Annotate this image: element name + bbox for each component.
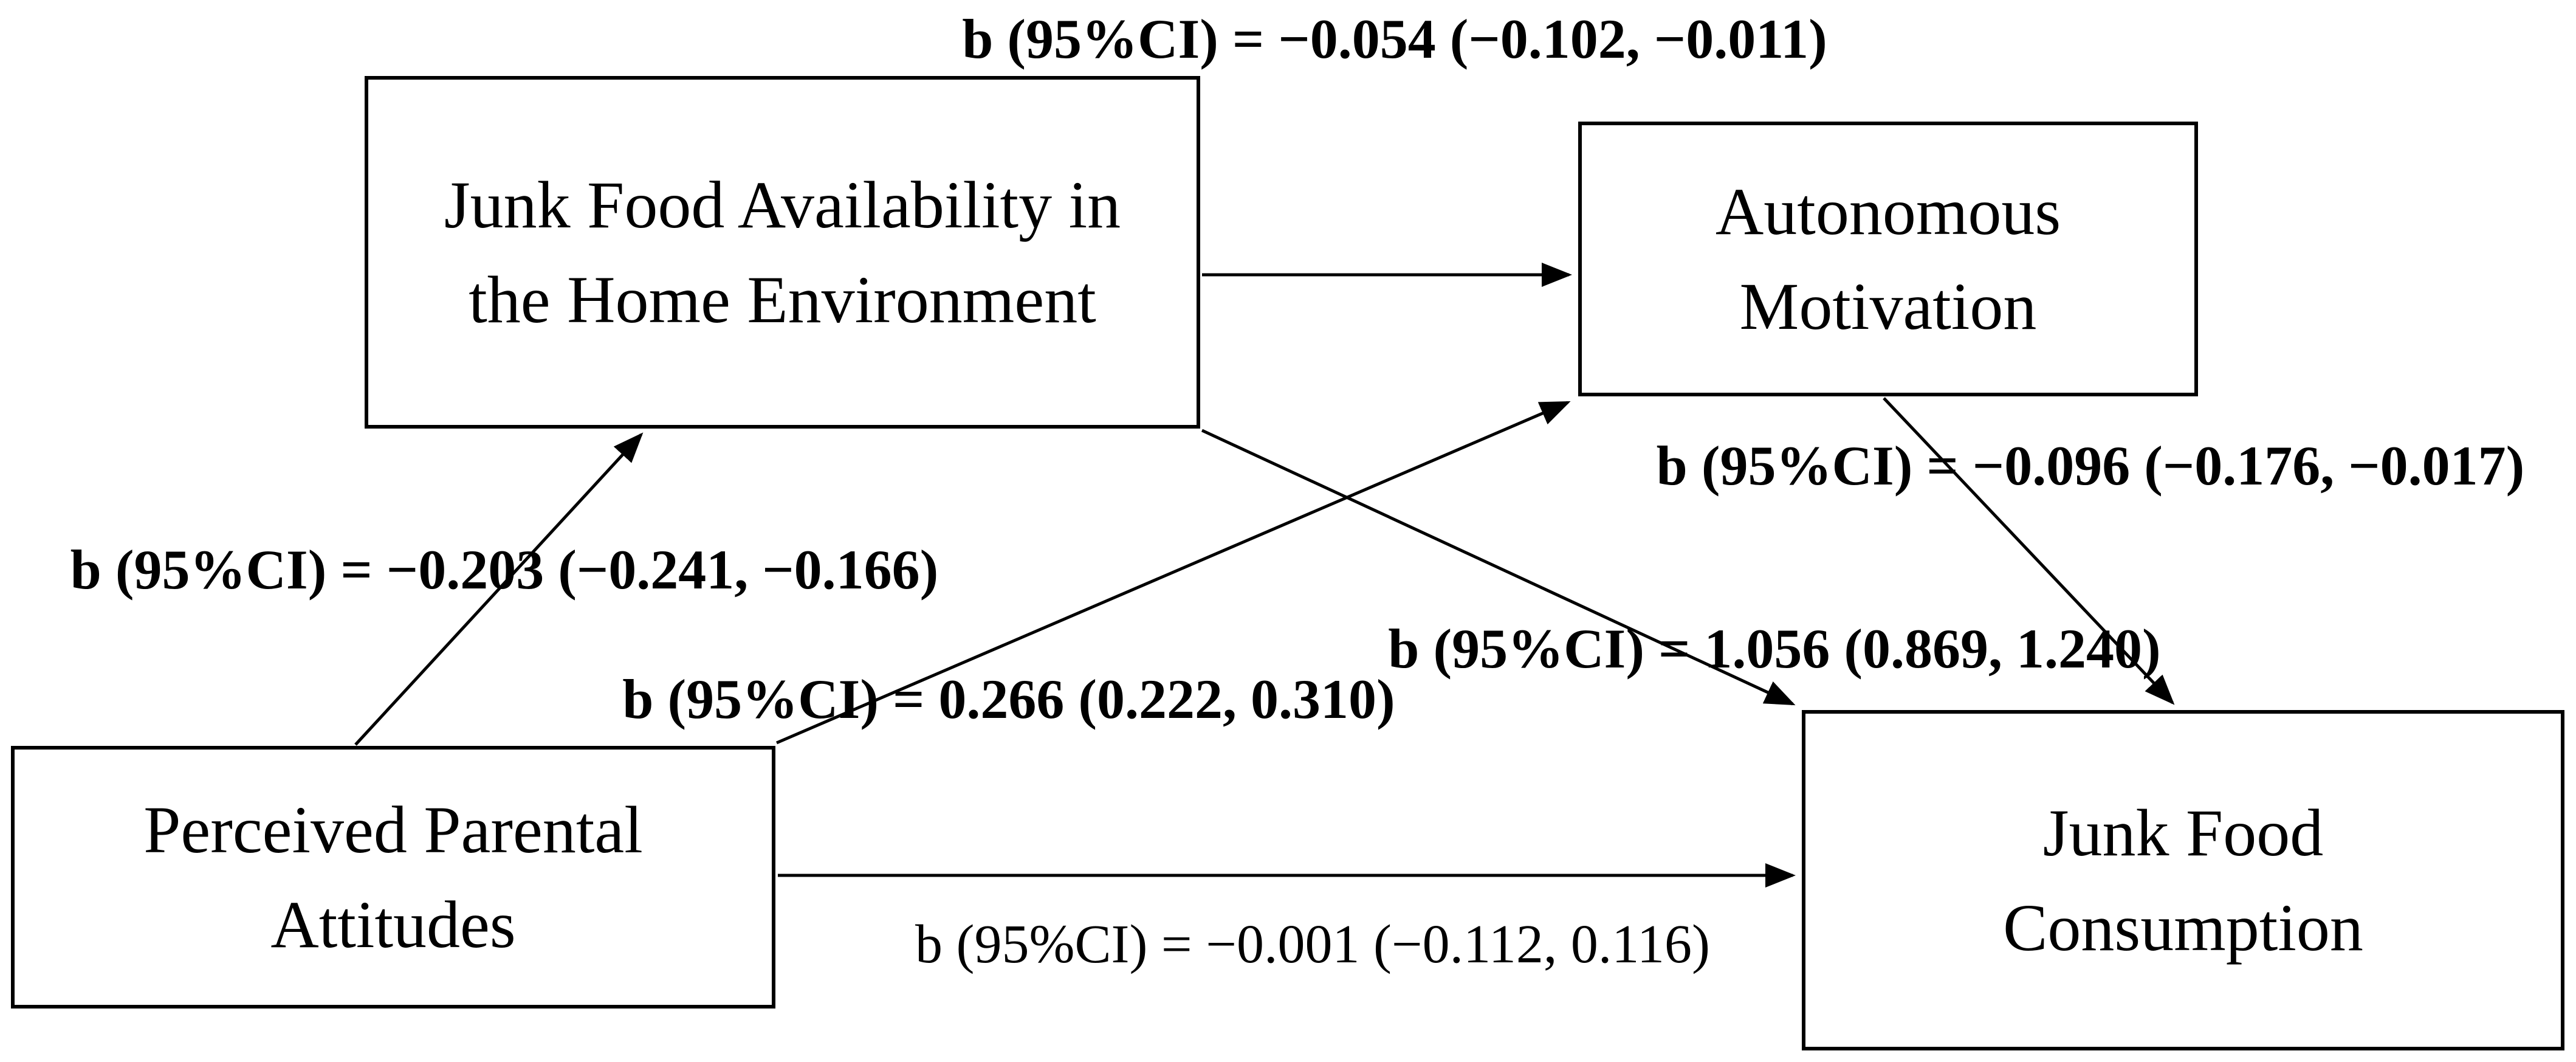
arrow-availability-to-consumption — [1201, 429, 1796, 706]
coefficient-availability-to-consumption: b (95%CI) = 1.056 (0.869, 1.240) — [1388, 618, 2161, 680]
arrow-motivation-to-consumption — [1883, 397, 2175, 705]
coefficient-availability-to-motivation: b (95%CI) = −0.054 (−0.102, −0.011) — [962, 8, 1827, 70]
coefficient-attitudes-to-availability: b (95%CI) = −0.203 (−0.241, −0.166) — [70, 539, 939, 601]
arrow-attitudes-to-availability — [354, 432, 644, 746]
node-junk-food-consumption: Junk Food Consumption — [1802, 710, 2564, 1050]
node-junk-food-consumption-label: Junk Food Consumption — [2003, 795, 2363, 965]
coefficient-motivation-to-consumption: b (95%CI) = −0.096 (−0.176, −0.017) — [1656, 435, 2525, 497]
coefficient-attitudes-to-consumption: b (95%CI) = −0.001 (−0.112, 0.116) — [915, 914, 1710, 974]
node-autonomous-motivation: Autonomous Motivation — [1578, 122, 2198, 396]
node-junk-food-availability: Junk Food Availability in the Home Envir… — [365, 76, 1200, 429]
node-perceived-parental-attitudes: Perceived Parental Attitudes — [11, 746, 775, 1009]
coefficient-attitudes-to-motivation: b (95%CI) = 0.266 (0.222, 0.310) — [622, 668, 1395, 730]
arrow-attitudes-to-motivation — [776, 401, 1571, 745]
node-perceived-parental-attitudes-label: Perceived Parental Attitudes — [143, 792, 643, 962]
node-autonomous-motivation-label: Autonomous Motivation — [1715, 174, 2061, 343]
node-junk-food-availability-label: Junk Food Availability in the Home Envir… — [444, 167, 1121, 337]
